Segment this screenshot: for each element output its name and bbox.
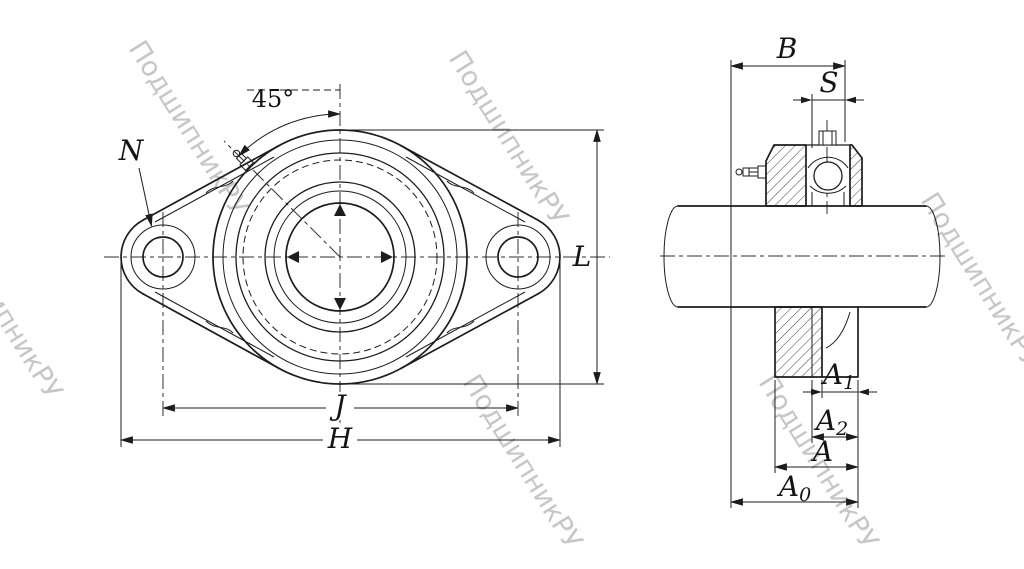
side-view: B S A1 A2 A A0 (660, 32, 946, 508)
front-view: 45° N L J H (104, 84, 610, 455)
dim-label-a: A (810, 435, 833, 468)
dim-j: J (161, 389, 520, 422)
casting-line (205, 180, 234, 194)
dim-a2: A2 (810, 380, 860, 443)
housing-section (774, 306, 859, 378)
grease-nipple-side (735, 165, 767, 179)
watermarks: ПодшипникРУ ПодшипникРУ ПодшипникРУ Подш… (0, 35, 1024, 555)
casting-line (446, 180, 475, 194)
dim-label-l: L (572, 240, 592, 273)
dim-s: S (793, 66, 864, 148)
bore-mark-bottom (334, 298, 346, 310)
dim-a1: A1 (803, 358, 877, 508)
casting-line (205, 320, 234, 334)
dim-l: L (350, 128, 604, 386)
bore-mark-left (287, 251, 299, 263)
bore-mark-top (334, 204, 346, 216)
dim-b: B (729, 32, 847, 508)
dim-label-a0: A0 (776, 470, 811, 506)
dim-label-s: S (819, 66, 838, 99)
watermark-text: ПодшипникРУ (914, 187, 1024, 373)
watermark-text: ПодшипникРУ (0, 219, 68, 405)
ball (813, 161, 843, 191)
dim-label-a1: A1 (820, 358, 855, 394)
flange-outline (120, 144, 561, 370)
set-screw (818, 130, 837, 146)
dim-label-n: N (118, 134, 145, 167)
dim-a: A (773, 380, 860, 473)
dim-label-j: J (329, 389, 347, 422)
dim-label-a2: A2 (813, 404, 848, 440)
dim-label-angle: 45° (252, 85, 295, 113)
bolt-hole-right (485, 224, 551, 290)
watermark-text: ПодшипникРУ (456, 369, 588, 555)
dim-label-h: H (327, 422, 353, 455)
bolt-hole-left (130, 224, 196, 290)
dim-label-b: B (776, 32, 798, 65)
casting-line (446, 320, 475, 334)
dim-a0: A0 (729, 470, 860, 506)
dim-h: H (119, 262, 562, 455)
watermark-text: ПодшипникРУ (122, 35, 254, 221)
bearing-section (735, 130, 863, 207)
dim-angle: 45° (238, 85, 342, 157)
bore-mark-right (381, 251, 393, 263)
dim-n: N (118, 134, 153, 228)
